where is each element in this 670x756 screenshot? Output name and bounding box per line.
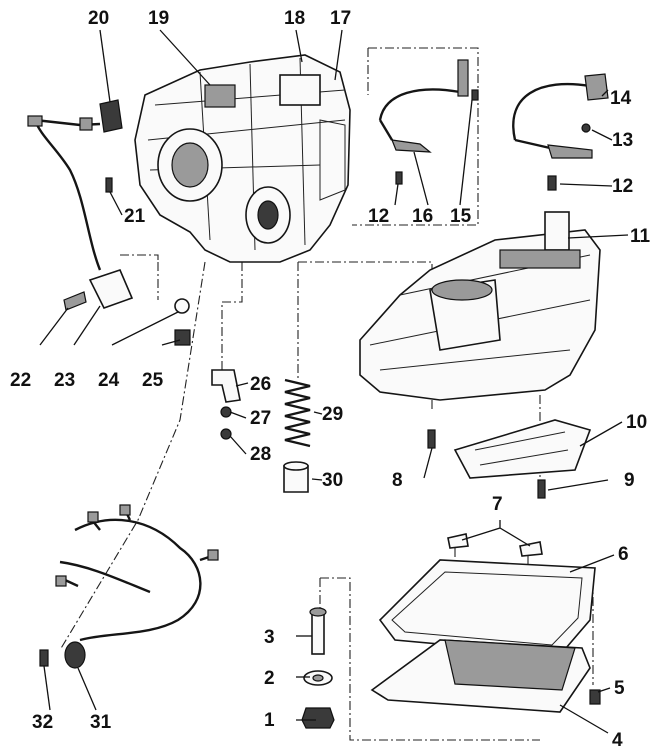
leader-lines — [39, 29, 629, 734]
callout-31: 31 — [90, 712, 112, 733]
callout-9: 9 — [624, 470, 635, 491]
callout-8: 8 — [392, 470, 403, 491]
callout-16: 16 — [412, 206, 433, 227]
callout-1: 1 — [264, 710, 275, 731]
filter-10 — [427, 419, 592, 499]
callout-32: 32 — [32, 712, 53, 733]
callout-2: 2 — [264, 668, 275, 689]
callout-14: 14 — [610, 88, 632, 109]
transmission-housing — [134, 54, 351, 263]
valve-body-11 — [359, 211, 601, 401]
sensor-harness-20-23 — [27, 99, 191, 346]
callout-12-right: 12 — [612, 176, 633, 197]
callout-20: 20 — [88, 8, 109, 29]
spring-and-cap — [211, 369, 311, 493]
callout-15: 15 — [450, 206, 472, 227]
callout-13: 13 — [612, 130, 633, 151]
callout-23: 23 — [54, 370, 75, 391]
callout-22: 22 — [10, 370, 31, 391]
callout-24: 24 — [98, 370, 120, 391]
callout-4: 4 — [612, 730, 623, 751]
speed-sensor-15-16 — [378, 59, 479, 185]
callout-5: 5 — [614, 678, 625, 699]
callout-6: 6 — [618, 544, 629, 565]
callout-30: 30 — [322, 470, 343, 491]
callout-29: 29 — [322, 404, 343, 425]
callout-26: 26 — [250, 374, 271, 395]
callout-7: 7 — [492, 494, 503, 515]
callout-25: 25 — [142, 370, 164, 391]
drain-plug-stack — [301, 607, 335, 729]
wiring-loom-31-32 — [39, 504, 219, 669]
callout-labels: 1 2 3 4 5 6 7 8 9 10 11 12 12 13 14 15 1… — [10, 8, 651, 751]
callout-18: 18 — [284, 8, 305, 29]
callout-3: 3 — [264, 627, 275, 648]
callout-17: 17 — [330, 8, 351, 29]
speed-sensor-13-14 — [512, 73, 609, 191]
callout-27: 27 — [250, 408, 271, 429]
callout-28: 28 — [250, 444, 271, 465]
callout-21: 21 — [124, 206, 146, 227]
callout-19: 19 — [148, 8, 169, 29]
callout-10: 10 — [626, 412, 647, 433]
callout-12-left: 12 — [368, 206, 389, 227]
callout-11: 11 — [630, 226, 651, 247]
oil-pan-gasket — [370, 533, 601, 713]
